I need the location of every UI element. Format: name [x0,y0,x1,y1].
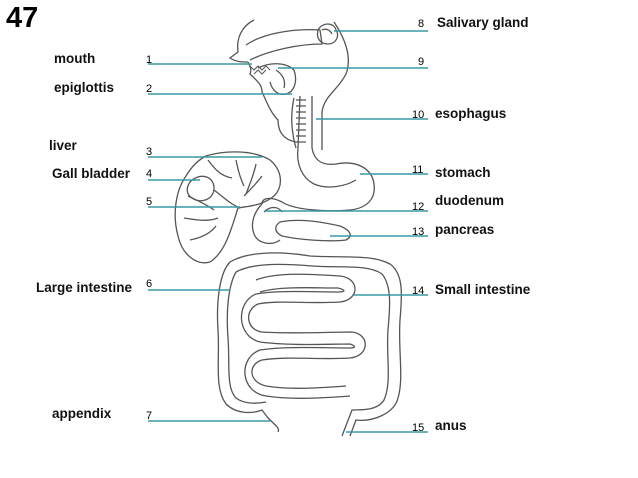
small-intestine-shape [240,273,366,399]
label-small-intestine: Small intestine [435,282,531,297]
slide-number: 47 [6,2,39,34]
number-11: 11 [412,164,424,176]
number-7: 7 [146,410,153,422]
stomach-shape [261,147,375,212]
label-pancreas: pancreas [435,222,495,237]
number-2: 2 [146,83,153,95]
number-9: 9 [418,56,425,68]
number-6: 6 [146,278,153,290]
label-liver: liver [49,138,77,153]
label-duodenum: duodenum [435,193,504,208]
number-10: 10 [412,109,425,121]
duodenum-pancreas-shape [251,203,351,245]
label-salivary-gland: Salivary gland [437,15,529,30]
leader-lines [148,30,428,433]
label-epiglottis: epiglottis [54,80,114,95]
salivary-gland-shape [316,23,339,45]
head-outline [228,19,349,150]
label-anus: anus [435,418,467,433]
label-appendix: appendix [52,406,112,421]
label-large-intestine: Large intestine [36,280,133,295]
label-gall-bladder: Gall bladder [52,166,131,181]
label-mouth: mouth [54,51,96,66]
number-3: 3 [146,146,153,158]
number-1: 1 [146,54,153,66]
number-13: 13 [412,226,425,238]
number-4: 4 [146,168,153,180]
number-14: 14 [412,285,425,297]
number-12: 12 [412,201,425,213]
large-intestine-shape [216,252,403,437]
number-8: 8 [418,18,425,30]
number-15: 15 [412,422,425,434]
label-stomach: stomach [435,165,491,180]
number-5: 5 [146,196,153,208]
teeth [249,65,271,75]
gall-bladder-shape [186,175,241,209]
label-esophagus: esophagus [435,106,507,121]
